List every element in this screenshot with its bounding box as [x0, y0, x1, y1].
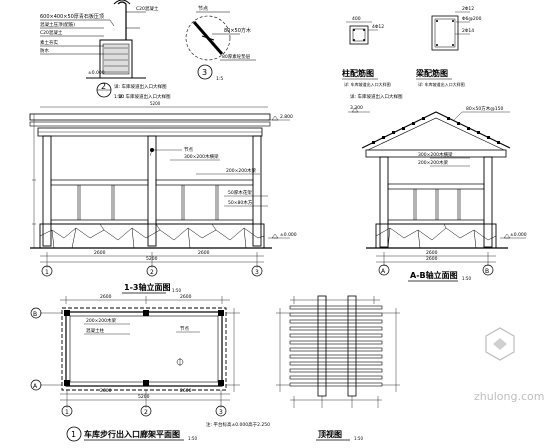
- detail2-number: 3: [202, 68, 207, 77]
- roof-scale: 1:50: [354, 436, 363, 441]
- axis-label: 3: [255, 269, 259, 276]
- roof-title: 顶视图: [318, 429, 342, 439]
- detail1-annotation: 素土夯实: [40, 39, 58, 46]
- detail1-number: 2: [101, 82, 106, 91]
- beam-stirrup: Φ6@200: [462, 16, 482, 22]
- pergola-plan: 2600 2600 200×200木梁 混凝土柱 节点 B: [30, 294, 270, 442]
- detail1-annotation: C20混凝土: [40, 29, 63, 36]
- axis-label: B: [33, 311, 37, 318]
- plan-callout: 混凝土柱: [86, 327, 104, 334]
- detail1-annotation: 防水: [40, 47, 49, 54]
- detail1-elevation: ±0.000: [88, 70, 105, 76]
- plan-number: 1: [71, 430, 76, 439]
- axis-label: 2: [144, 409, 148, 416]
- plan-dim: 2600: [180, 388, 192, 394]
- beam-reinforcement-section: 2Φ12 Φ6@200 2Φ14 梁配筋图: [415, 6, 482, 80]
- detail-section-2: 600×400×50厚青石板压顶 混凝土压顶(配筋) C20混凝土 素土夯实 防…: [40, 0, 167, 100]
- elev13-top-level: 2.800: [280, 114, 293, 120]
- axis-label: B: [485, 268, 489, 275]
- elev13-total-dim: 5200: [150, 101, 161, 106]
- elev13-rail-callout: 200×200木梁: [226, 167, 256, 174]
- detail2-annotation: 80×50方木: [224, 27, 251, 34]
- detail-node-3: 节点 80×50方木 80厚素砼垫层 3 1:5: [185, 6, 256, 82]
- roof-top-view: 顶视图 1:50: [276, 295, 400, 441]
- plan-title: 车库步行出入口廊架平面图: [84, 429, 180, 439]
- axis-label: 1: [65, 409, 69, 416]
- elevAB-roof-callout: 80×50方木@150: [466, 105, 503, 112]
- elev13-dim: 2600: [94, 250, 106, 256]
- detail2-scale: 1:5: [216, 76, 223, 82]
- elev13-total-dim: 5200: [146, 256, 158, 262]
- plan-scale: 1:50: [188, 436, 197, 441]
- elev13-ground-level: ±0.000: [280, 232, 297, 238]
- beam-bottom-bar: 2Φ14: [462, 28, 474, 34]
- elevAB-dim: 2600: [426, 250, 438, 256]
- axis-label: 2: [150, 269, 154, 276]
- elev13-rail-callout: 50×80木方: [228, 199, 253, 206]
- detail1-annotation: C20混凝土: [136, 5, 159, 12]
- plan-dim: 2600: [100, 388, 112, 394]
- elevAB-dim: 2600: [426, 256, 438, 262]
- elev13-scale: 1:50: [172, 288, 181, 293]
- elevAB-beam-callout: 300×200木横梁: [418, 151, 453, 158]
- detail2-note: 80厚素砼垫层: [222, 53, 251, 60]
- elevation-1-3: 详: 车库坡道出入口大样图 5200: [29, 93, 297, 294]
- elevAB-rail-callout: 200×200木梁: [418, 159, 448, 166]
- plan-dim: 2600: [180, 294, 192, 300]
- elev13-node-callout: 节点: [184, 147, 193, 153]
- elev13-title: 1-3轴立面图: [124, 282, 170, 292]
- section-note: 详: 车库坡道出入口大样图: [418, 81, 465, 87]
- column-section-title: 柱配筋图: [342, 68, 374, 78]
- section-note: 详: 车库坡道出入口大样图: [344, 81, 391, 87]
- beam-top-bar: 2Φ12: [462, 6, 474, 12]
- axis-label: 1: [45, 269, 49, 276]
- elevAB-note: 详: 车库坡道出入口大样图: [350, 93, 403, 100]
- plan-total-dim: 5200: [138, 394, 150, 400]
- elevAB-ground-level: ±0.000: [510, 232, 527, 238]
- detail1-caption: 详: 车库坡道出入口大样图: [114, 83, 167, 90]
- elevAB-top-level: 3.300: [350, 105, 363, 111]
- elevAB-title: A-B轴立面图: [410, 270, 458, 280]
- elev13-rail-callout: 50厚木花架: [228, 189, 252, 196]
- column-dim: 400: [352, 16, 361, 22]
- plan-note: 注: 平台标高±0.000高于2.250: [206, 421, 270, 428]
- watermark-logo: zhulong.com: [474, 327, 544, 403]
- axis-label: A: [33, 383, 38, 390]
- detail1-annotation: 混凝土压顶(配筋): [40, 21, 75, 28]
- elevation-a-b: 详: 车库坡道出入口大样图: [348, 93, 527, 282]
- axis-label: A: [381, 268, 386, 275]
- elev13-dim: 2600: [198, 250, 210, 256]
- column-bars: 4Φ12: [372, 24, 384, 30]
- elev13-beam-callout: 300×200木横梁: [184, 153, 219, 160]
- detail1-annotation: 600×400×50厚青石板压顶: [40, 13, 104, 20]
- watermark-site: zhulong.com: [474, 390, 544, 403]
- plan-callout: 节点: [180, 326, 189, 332]
- beam-section-title: 梁配筋图: [415, 68, 448, 78]
- axis-label: 3: [219, 409, 223, 416]
- plan-dim: 2600: [100, 294, 112, 300]
- detail2-label: 节点: [198, 6, 208, 12]
- elevAB-scale: 1:50: [462, 276, 471, 281]
- elev13-note: 详: 车库坡道出入口大样图: [118, 93, 171, 100]
- column-reinforcement-section: 400 4Φ12 柱配筋图: [342, 16, 384, 80]
- detail1-scale: 1:10: [114, 94, 124, 100]
- plan-callout: 200×200木梁: [86, 317, 116, 324]
